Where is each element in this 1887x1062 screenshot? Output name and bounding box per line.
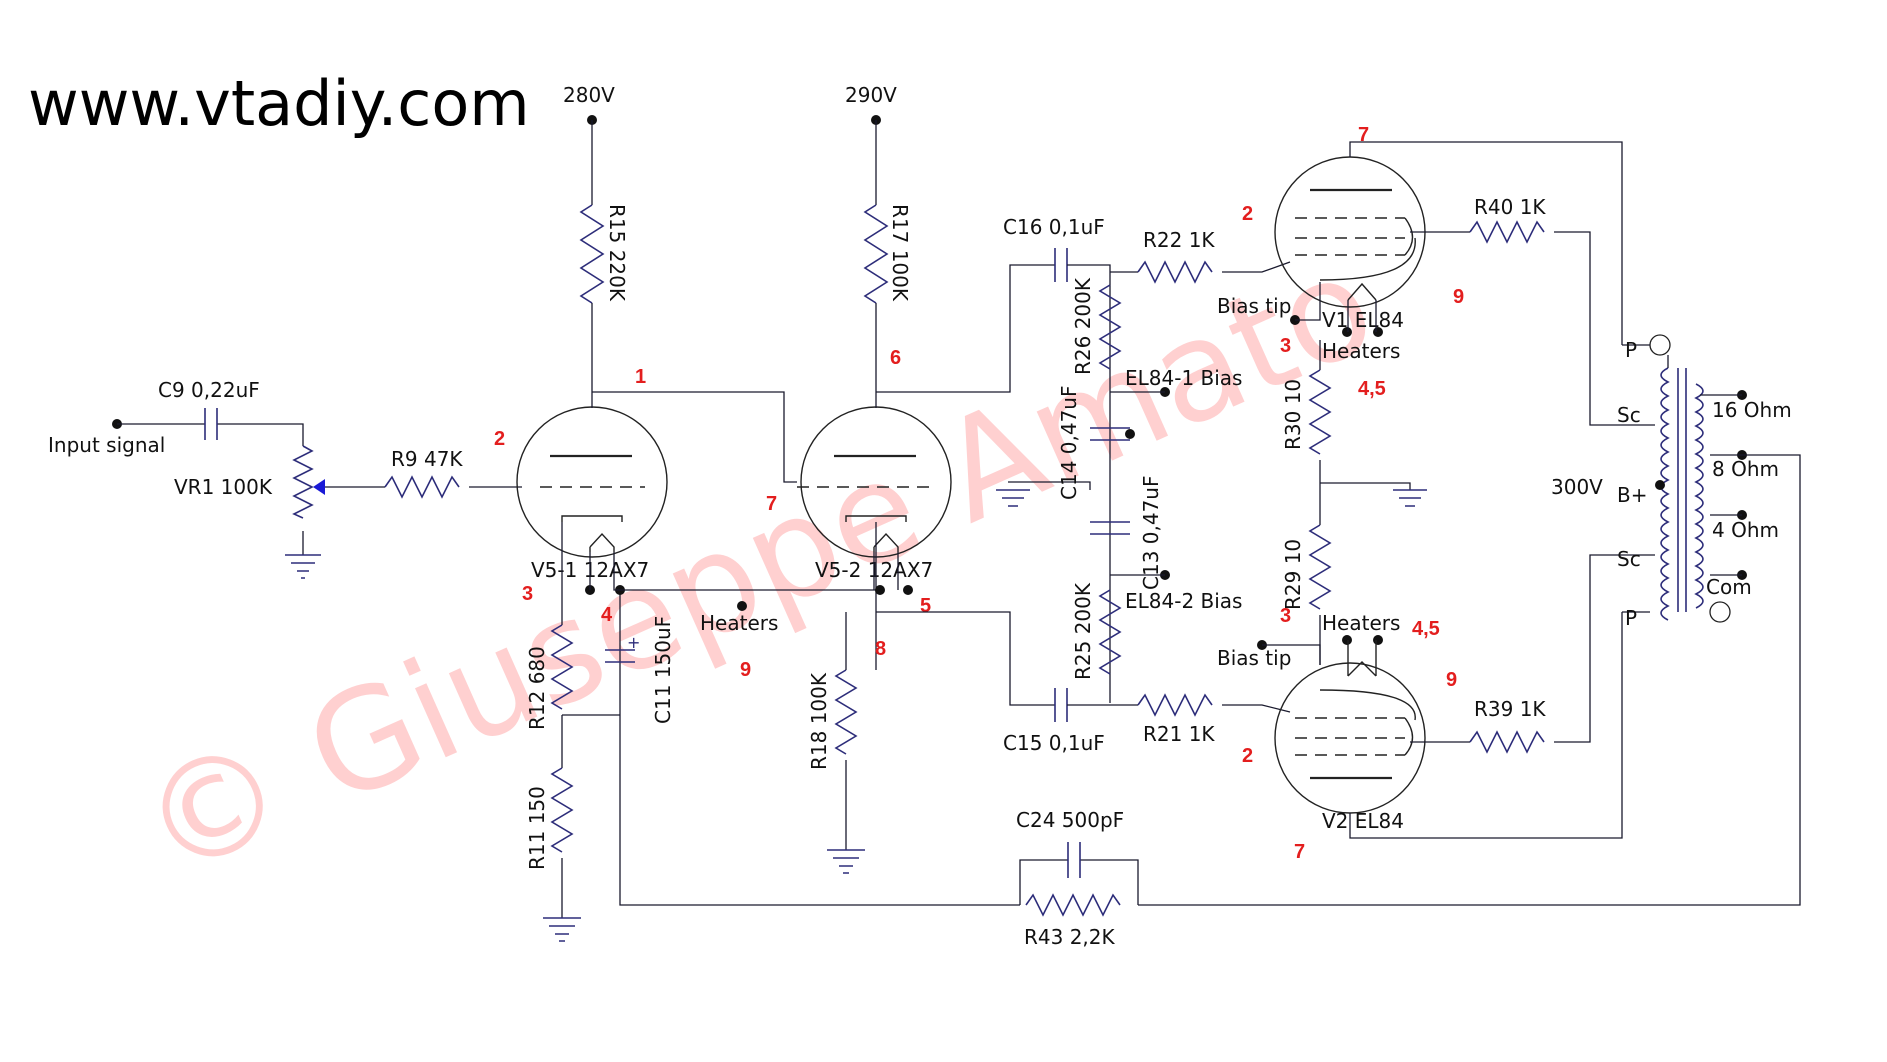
r40-label: R40 1K [1474, 195, 1546, 219]
pin-label: 7 [1358, 124, 1369, 146]
vr1-label: VR1 100K [174, 475, 273, 499]
supply-300v: 300V [1551, 475, 1603, 499]
pin-label: 8 [875, 638, 886, 660]
svg-text:+: + [627, 633, 640, 652]
c9-label: C9 0,22uF [158, 378, 260, 402]
input-signal-label: Input signal [48, 433, 165, 457]
pin-label: 7 [766, 493, 777, 515]
c13-label: C13 0,47uF [1139, 476, 1163, 590]
pin-label: 5 [920, 595, 931, 617]
r12-label: R12 680 [525, 646, 549, 730]
bias1-label: EL84-1 Bias [1125, 366, 1242, 390]
pin-label: 9 [1453, 286, 1464, 308]
pin-label: 1 [635, 366, 646, 388]
r9-label: R9 47K [391, 447, 463, 471]
pin-label: 3 [1280, 335, 1291, 357]
supply-280v: 280V [563, 83, 615, 107]
pin-label: 7 [1294, 841, 1305, 863]
sc-top-label: Sc [1617, 403, 1641, 427]
bias2-label: EL84-2 Bias [1125, 589, 1242, 613]
v1-label: V1 EL84 [1322, 308, 1404, 332]
pin-label: 9 [1446, 669, 1457, 691]
output-transformer [1660, 367, 1704, 621]
c14-label: C14 0,47uF [1057, 386, 1081, 500]
out-com: Com [1706, 575, 1752, 599]
bplus-label: B+ [1617, 483, 1647, 507]
supply-290v: 290V [845, 83, 897, 107]
r30-label: R30 10 [1281, 379, 1305, 450]
pin-label: 4 [601, 604, 613, 626]
c16-label: C16 0,1uF [1003, 215, 1105, 239]
r39-label: R39 1K [1474, 697, 1546, 721]
pin-label: 2 [1242, 203, 1253, 225]
out-8ohm: 8 Ohm [1712, 457, 1779, 481]
heaters-label: Heaters [700, 611, 778, 635]
p-top-label: P [1625, 338, 1637, 362]
r15-label: R15 220K [605, 204, 629, 302]
p-bot-label: P [1625, 606, 1637, 630]
c11-label: C11 150uF [651, 616, 675, 724]
r21-label: R21 1K [1143, 722, 1215, 746]
c24-label: C24 500pF [1016, 808, 1124, 832]
v2-label: V2 EL84 [1322, 809, 1404, 833]
out-16ohm: 16 Ohm [1712, 398, 1792, 422]
feedback-network [1019, 842, 1139, 917]
r43-label: R43 2,2K [1024, 925, 1116, 949]
heaters-top-label: Heaters [1322, 339, 1400, 363]
r26-label: R26 200K [1071, 277, 1095, 375]
pin-label: 2 [1242, 745, 1253, 767]
r25-label: R25 200K [1071, 582, 1095, 680]
pin-label: 2 [494, 428, 505, 450]
r29-label: R29 10 [1281, 539, 1305, 610]
heaters-bot-label: Heaters [1322, 611, 1400, 635]
r11-label: R11 150 [525, 786, 549, 870]
r18-label: R18 100K [807, 672, 831, 770]
bias-tip-bot-label: Bias tip [1217, 646, 1291, 670]
c15-label: C15 0,1uF [1003, 731, 1105, 755]
bias-tip-top-label: Bias tip [1217, 294, 1291, 318]
pin-label: 4,5 [1358, 378, 1386, 400]
r22-label: R22 1K [1143, 228, 1215, 252]
watermark: © Giuseppe Amato [118, 223, 1396, 910]
site-title: www.vtadiy.com [28, 67, 530, 140]
pin-label: 3 [1280, 605, 1291, 627]
r17-label: R17 100K [888, 204, 912, 302]
pin-label: 9 [740, 659, 751, 681]
pin-label: 3 [522, 583, 533, 605]
tube-v2-el84 [1274, 640, 1426, 814]
pin-label: 4,5 [1412, 618, 1440, 640]
input-section: Input signal C9 0,22uF VR1 100K R9 47K [48, 378, 522, 579]
pin-label: 6 [890, 347, 901, 369]
out-4ohm: 4 Ohm [1712, 518, 1779, 542]
sc-bot-label: Sc [1617, 547, 1641, 571]
